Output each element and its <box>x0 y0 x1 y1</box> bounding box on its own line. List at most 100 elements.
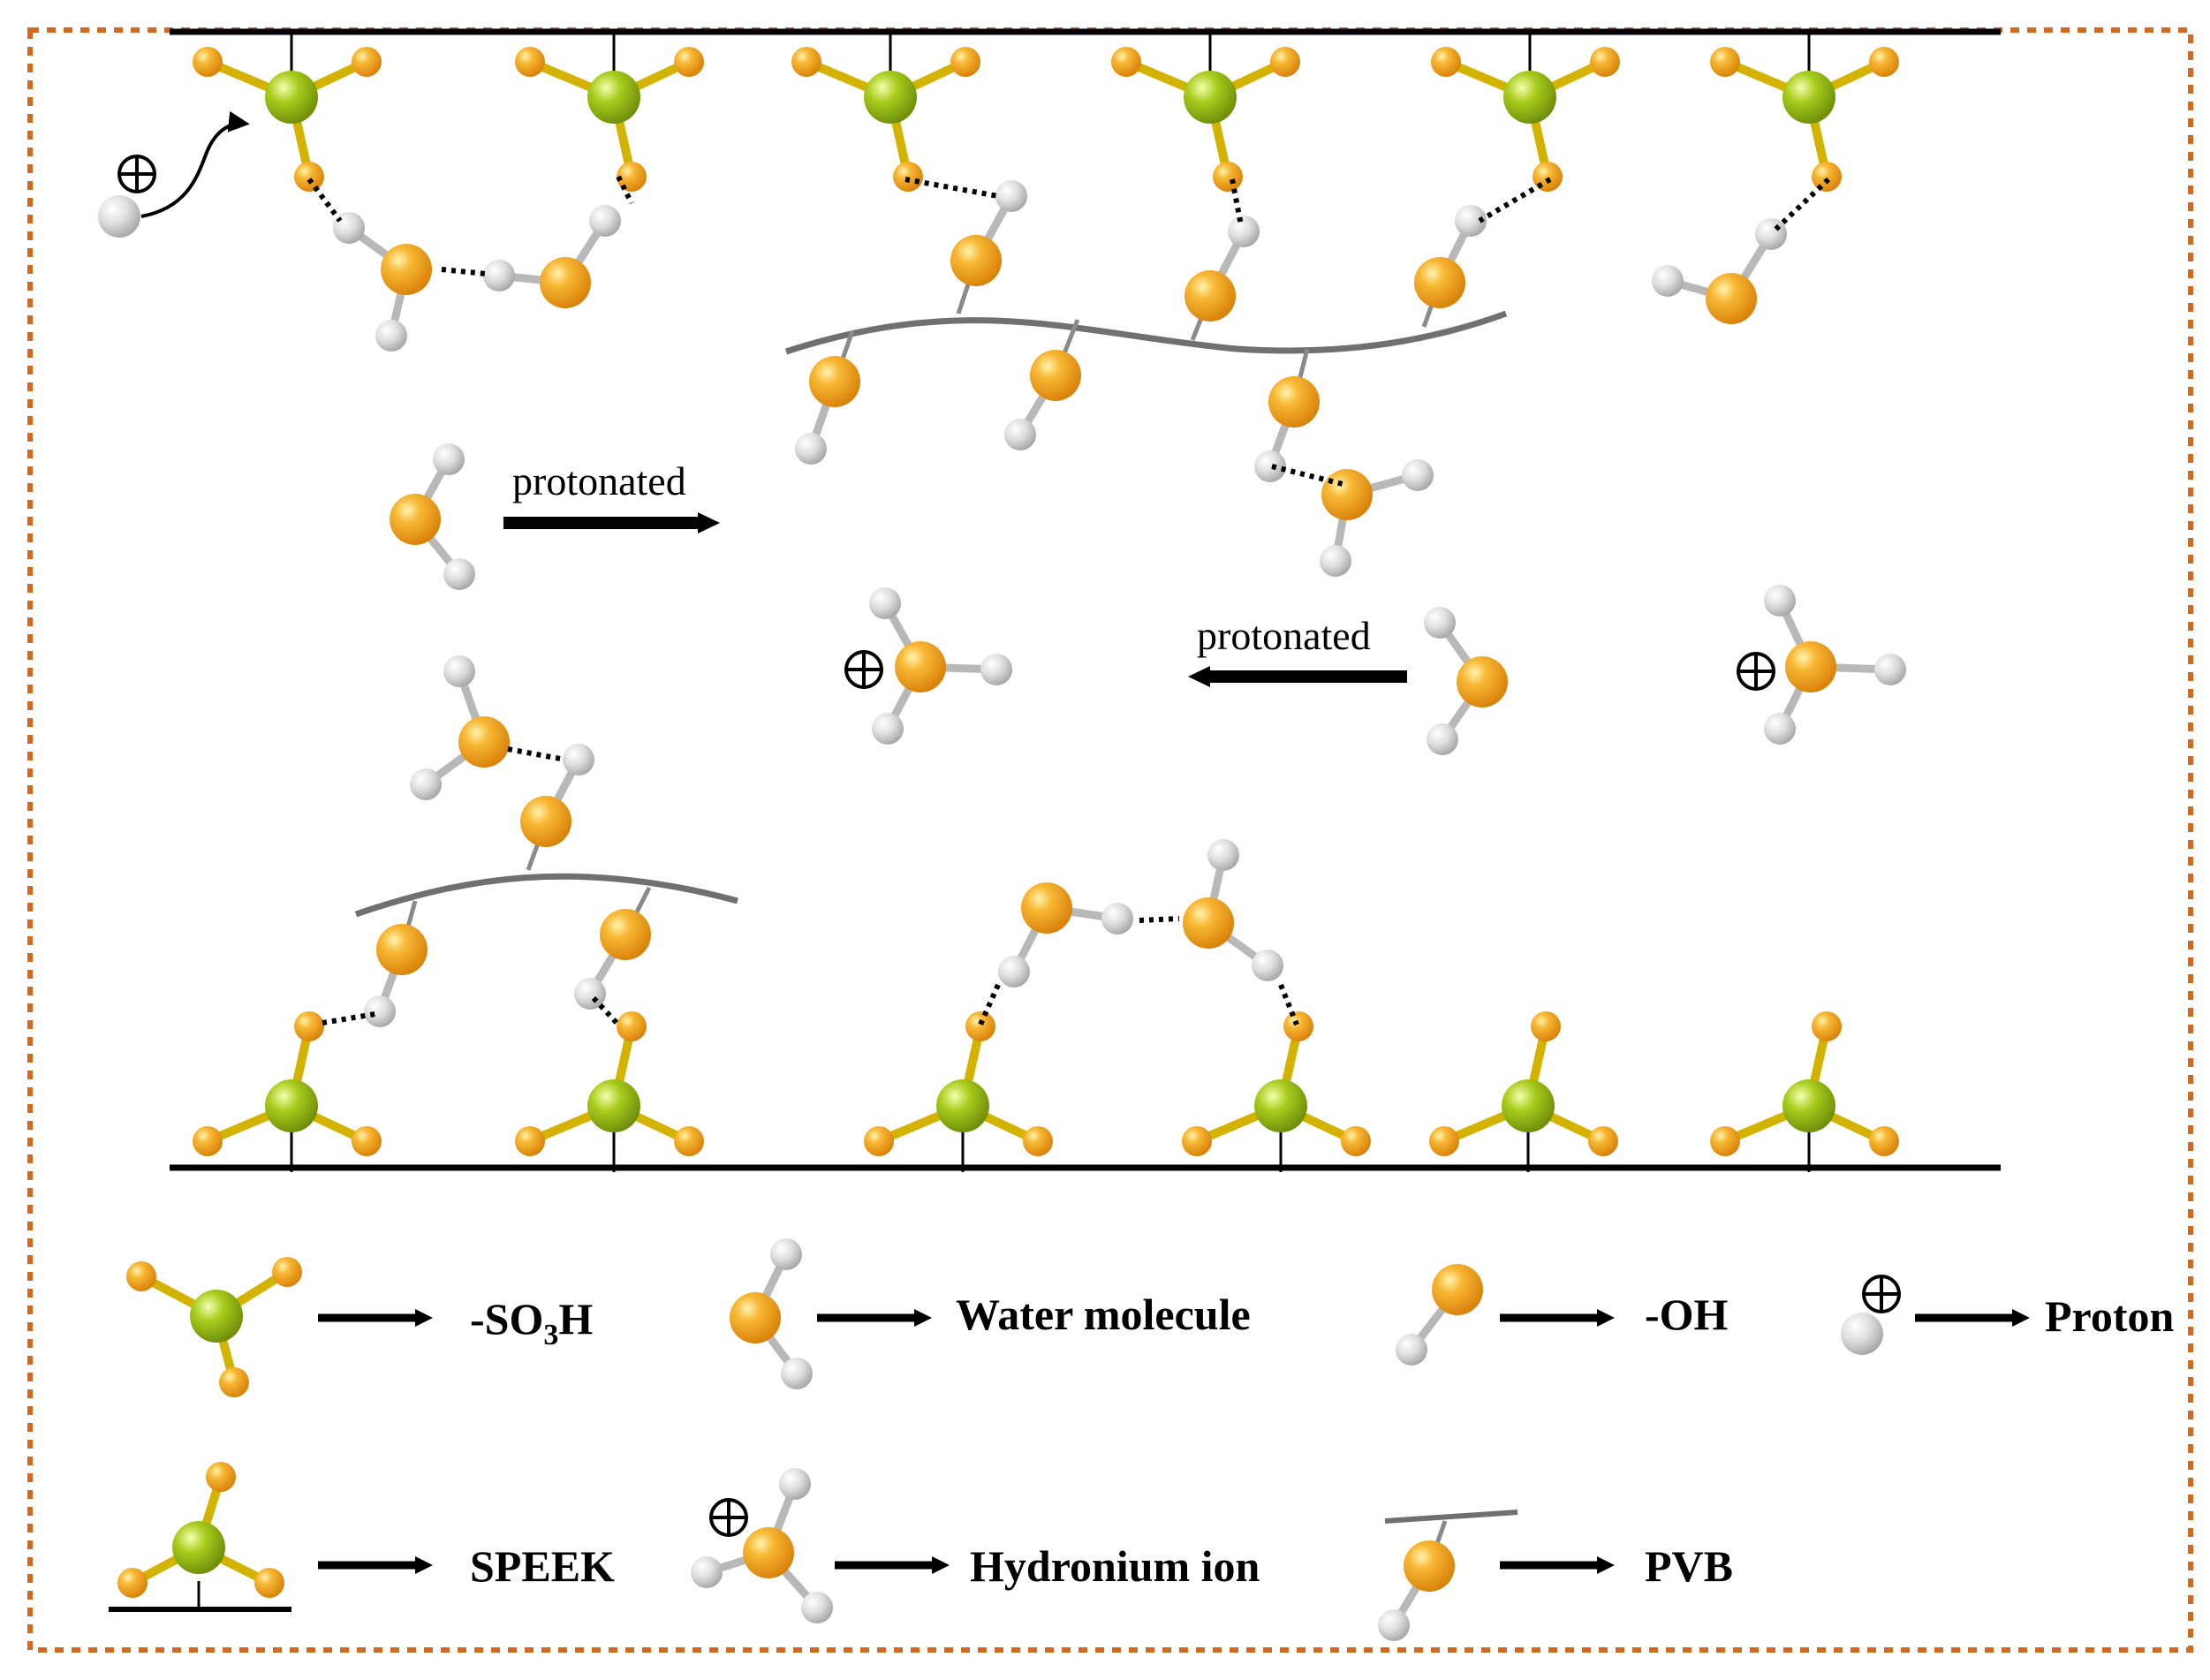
hydronium-ion <box>691 1468 833 1623</box>
hydrogen-atom <box>995 180 1027 212</box>
proton-charge-icon <box>1862 1275 1901 1313</box>
hydrogen-atom <box>869 587 901 619</box>
protonated-label-mid: protonated <box>1197 613 1371 658</box>
arrow-right-icon <box>698 512 720 534</box>
hydrogen-atom <box>443 655 475 687</box>
oxygen-atom <box>617 162 647 192</box>
hydrogen-bond <box>1278 983 1299 1026</box>
oxygen-atom <box>1404 1540 1455 1592</box>
water-molecule <box>390 443 475 590</box>
oxygen-atom <box>1429 1126 1459 1156</box>
hydrogen-atom <box>1004 419 1036 450</box>
oxygen-atom <box>730 1292 781 1343</box>
hydrogen-atom <box>589 205 621 237</box>
sulfur-atom <box>1782 1079 1835 1132</box>
oxygen-atom <box>390 494 441 545</box>
oxygen-atom <box>193 1126 223 1156</box>
hydrogen-atom <box>98 195 140 238</box>
water-molecule <box>998 882 1133 988</box>
oxygen-atom <box>1414 257 1465 308</box>
hydrogen-bond <box>441 267 487 276</box>
oxygen-atom <box>520 796 571 847</box>
so3h-group <box>1429 1011 1618 1172</box>
hydrogen-atom <box>1396 1334 1427 1366</box>
legend-so3h-icon <box>126 1257 302 1397</box>
oxygen-atom <box>1869 1126 1899 1156</box>
oxygen-atom <box>272 1257 302 1287</box>
oxygen-atom <box>1457 656 1508 708</box>
oxygen-atom <box>1283 1011 1313 1041</box>
hydrogen-atom <box>1402 459 1434 491</box>
proton-charge-icon <box>117 155 156 193</box>
oxygen-atom <box>515 1126 545 1156</box>
oxygen-atom <box>1030 350 1081 401</box>
oxygen-atom <box>1533 162 1563 192</box>
pvb-chain-upper <box>784 310 1508 355</box>
legend-label-proton: Proton <box>2045 1291 2174 1341</box>
water-molecule <box>730 1238 813 1389</box>
oxygen-atom <box>1432 1264 1483 1315</box>
oxygen-atom <box>950 235 1002 286</box>
hydrogen-atom <box>364 995 396 1027</box>
legend-label-oh: -OH <box>1645 1290 1729 1339</box>
oxygen-atom <box>294 162 324 192</box>
so3h-group <box>1182 1011 1371 1172</box>
hydroxyl-group <box>1396 1264 1483 1366</box>
oxygen-atom <box>1785 641 1836 692</box>
oxygen-atom <box>1812 1011 1842 1041</box>
hydrogen-atom <box>801 1592 833 1623</box>
hydrogen-bond <box>591 995 621 1027</box>
hydrogen-atom <box>333 212 365 244</box>
hydroxyl-group <box>364 900 428 1027</box>
oxygen-atom <box>1531 1011 1561 1041</box>
so3h-group <box>1710 31 1899 192</box>
arrow-left-icon <box>1188 666 1210 687</box>
oxygen-atom <box>352 47 382 77</box>
oxygen-atom <box>791 47 821 77</box>
oxygen-atom <box>1183 897 1234 949</box>
hydrogen-atom <box>1427 723 1458 755</box>
oxygen-atom <box>126 1261 156 1291</box>
hydrogen-bond <box>1271 464 1343 487</box>
legend-arrows <box>318 1309 2030 1574</box>
oxygen-atom <box>743 1527 794 1578</box>
proton-charge-icon <box>709 1498 748 1537</box>
hydrogen-bond <box>307 178 343 223</box>
so3h-group <box>193 1011 382 1172</box>
sulfur-atom <box>190 1290 243 1343</box>
hydrogen-atom <box>1320 545 1351 577</box>
oxygen-atom <box>254 1568 284 1598</box>
oxygen-atom <box>1590 47 1620 77</box>
so3h-group <box>515 1011 704 1172</box>
oxygen-atom <box>193 47 223 77</box>
oxygen-atom <box>376 924 428 975</box>
hydrogen-atom <box>1764 585 1796 617</box>
legend-label-speek: SPEEK <box>470 1541 615 1591</box>
hydrogen-atom <box>1424 607 1456 639</box>
sulfur-atom <box>936 1079 989 1132</box>
oxygen-atom <box>893 162 923 192</box>
protonated-label-top: protonated <box>512 458 686 503</box>
sulfur-atom <box>587 71 640 124</box>
hydrogen-bond <box>507 746 566 762</box>
water-molecule <box>483 205 621 308</box>
hydrogen-bond <box>904 177 999 199</box>
water-molecule <box>410 655 510 800</box>
hydroxyl-group <box>1184 216 1260 341</box>
oxygen-atom <box>965 1011 995 1041</box>
sulfur-atom <box>172 1521 225 1574</box>
legend-label-water: Water molecule <box>956 1290 1251 1339</box>
hydrogen-atom <box>1228 216 1260 247</box>
legend-label-pvb: PVB <box>1645 1541 1733 1591</box>
oxygen-atom <box>515 47 545 77</box>
water-molecule <box>1320 459 1434 577</box>
hydroxyl-group <box>1254 348 1320 482</box>
hydroxyl-group <box>950 180 1027 314</box>
legend-label-so3h: -SO3H <box>470 1294 593 1351</box>
hydrogen-atom <box>1252 950 1283 981</box>
hydrogen-atom <box>1254 450 1286 482</box>
hydrogen-atom <box>1207 839 1239 871</box>
oxygen-atom <box>1270 47 1300 77</box>
sulfur-atom <box>864 71 917 124</box>
oxygen-atom <box>206 1462 236 1492</box>
